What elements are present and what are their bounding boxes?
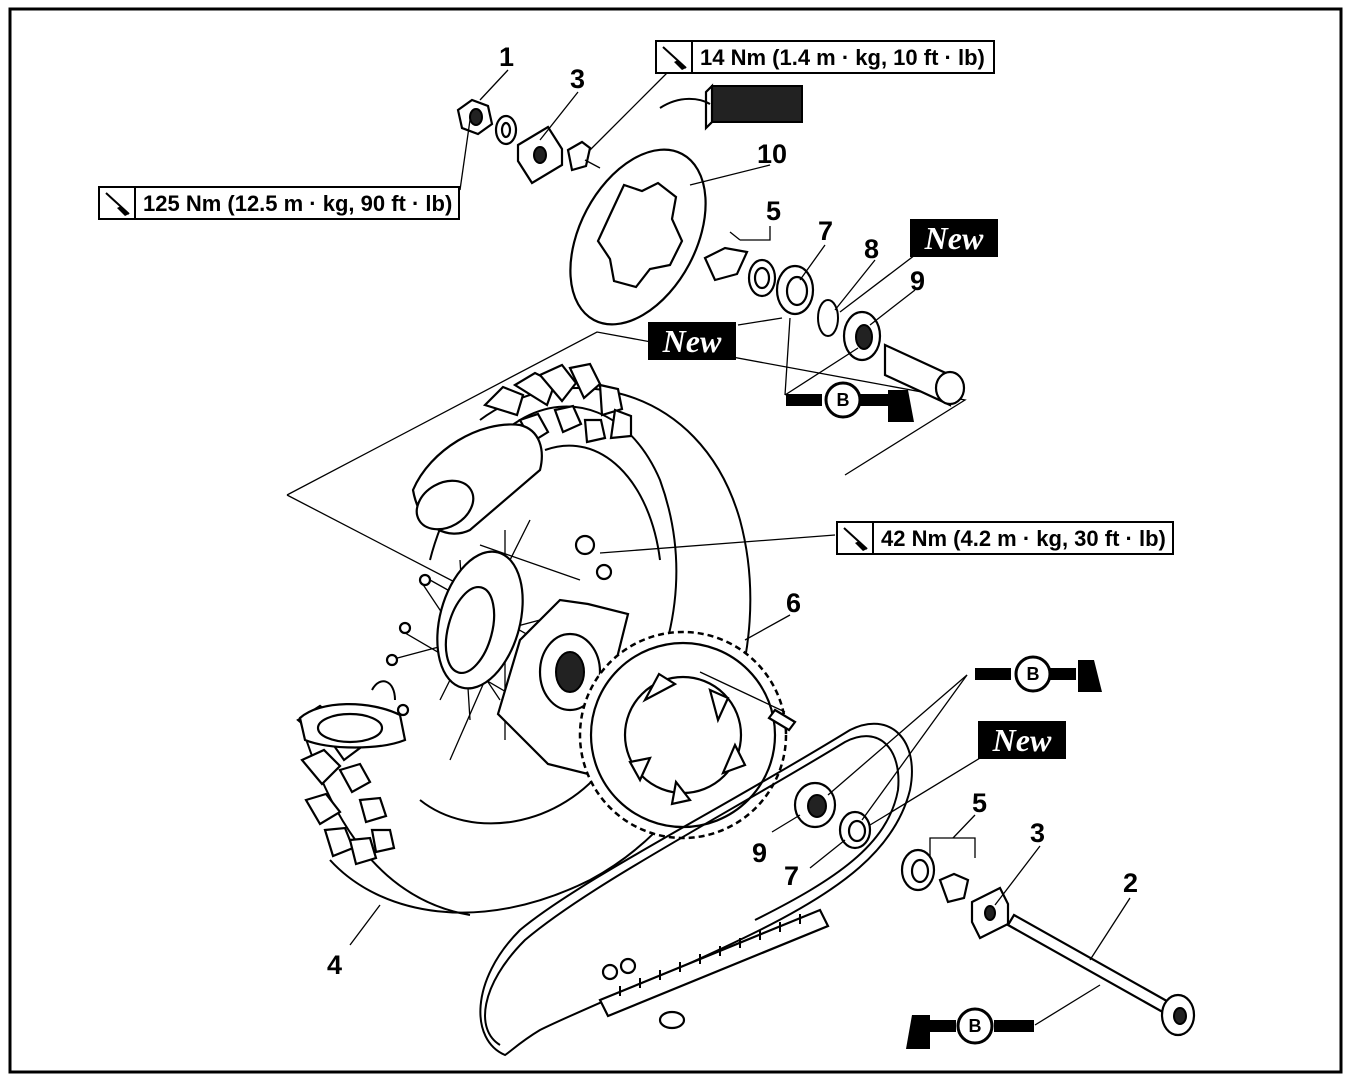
new-badge-oil-seal-top: New: [648, 322, 736, 360]
tire: [296, 362, 752, 916]
torque-value-axle-nut: 125 Nm (12.5 m · kg, 90 ft · lb): [143, 191, 452, 216]
disc-bolt: [566, 140, 601, 172]
leader-lines: [349, 69, 1131, 1026]
drive-chain: [479, 722, 913, 1057]
oil-seal-top: [775, 264, 815, 316]
wheel-axle: [1006, 913, 1196, 1037]
new-label: New: [662, 323, 722, 359]
lubricant-label: B: [969, 1016, 982, 1036]
chain-links: [598, 908, 830, 1018]
part-number-adjuster-bottom: 3: [1030, 818, 1045, 848]
new-label: New: [992, 722, 1052, 758]
axle-nut: [456, 98, 494, 136]
torque-wrench-icon: [105, 192, 130, 216]
part-number-axle: 2: [1123, 868, 1138, 898]
thread-lock-tube: [659, 83, 803, 131]
wheel-spokes: [385, 519, 581, 761]
new-badge-circlip: New: [910, 219, 998, 257]
spacer: [883, 343, 966, 407]
new-badge-oil-seal-bottom: New: [978, 721, 1066, 759]
part-number-oil-seal-top: 7: [818, 216, 833, 246]
sprocket-bolt: [767, 708, 797, 732]
part-number-nut: 1: [499, 42, 514, 72]
lubricant-label: B: [1027, 664, 1040, 684]
torque-value-sprocket-nut: 42 Nm (4.2 m · kg, 30 ft · lb): [881, 526, 1166, 551]
circlip: [817, 299, 839, 337]
part-number-oil-seal-bottom: 7: [784, 861, 799, 891]
oil-seal-bottom: [838, 810, 872, 850]
torque-callout-sprocket-nut: 42 Nm (4.2 m · kg, 30 ft · lb): [836, 521, 1174, 555]
part-number-collar-top: 5: [766, 196, 781, 226]
part-number-brake-disc: 10: [757, 139, 787, 169]
bearing-bottom: [793, 781, 837, 829]
tire-tread-top: [482, 362, 633, 444]
lubricant-label: B: [837, 390, 850, 410]
hub-nut: [574, 534, 596, 556]
chain-adjuster-top: [516, 125, 564, 185]
sprocket: [578, 630, 797, 840]
plane-edge: [286, 494, 471, 591]
frame-border: [8, 7, 1343, 1074]
grease-gun-icon: B: [906, 1007, 1034, 1049]
part-number-bearing-bottom: 9: [752, 838, 767, 868]
torque-wrench-icon: [662, 46, 687, 70]
assembly-plane-outline: [286, 331, 967, 496]
torque-callout-axle-nut: 125 Nm (12.5 m · kg, 90 ft · lb): [98, 186, 460, 220]
brake-disc: [569, 148, 707, 326]
part-number-tire: 4: [327, 950, 342, 980]
grease-gun-icon: B: [786, 381, 914, 422]
torque-callout-disc-bolt: 14 Nm (1.4 m · kg, 10 ft · lb): [655, 40, 995, 74]
master-link: [601, 957, 686, 1030]
part-number-collar-bottom: 5: [972, 788, 987, 818]
torque-value-disc-bolt: 14 Nm (1.4 m · kg, 10 ft · lb): [700, 45, 985, 70]
part-number-bearing-top: 9: [910, 266, 925, 296]
grease-gun-icon: B: [975, 655, 1102, 693]
washer-top: [494, 114, 518, 146]
torque-wrench-icon: [843, 527, 868, 551]
part-number-circlip: 8: [864, 234, 879, 264]
collar-bottom: [900, 848, 970, 904]
part-number-adjuster-top: 3: [570, 64, 585, 94]
part-number-sprocket: 6: [786, 588, 801, 618]
collar-top: [703, 246, 777, 298]
new-label: New: [924, 220, 984, 256]
